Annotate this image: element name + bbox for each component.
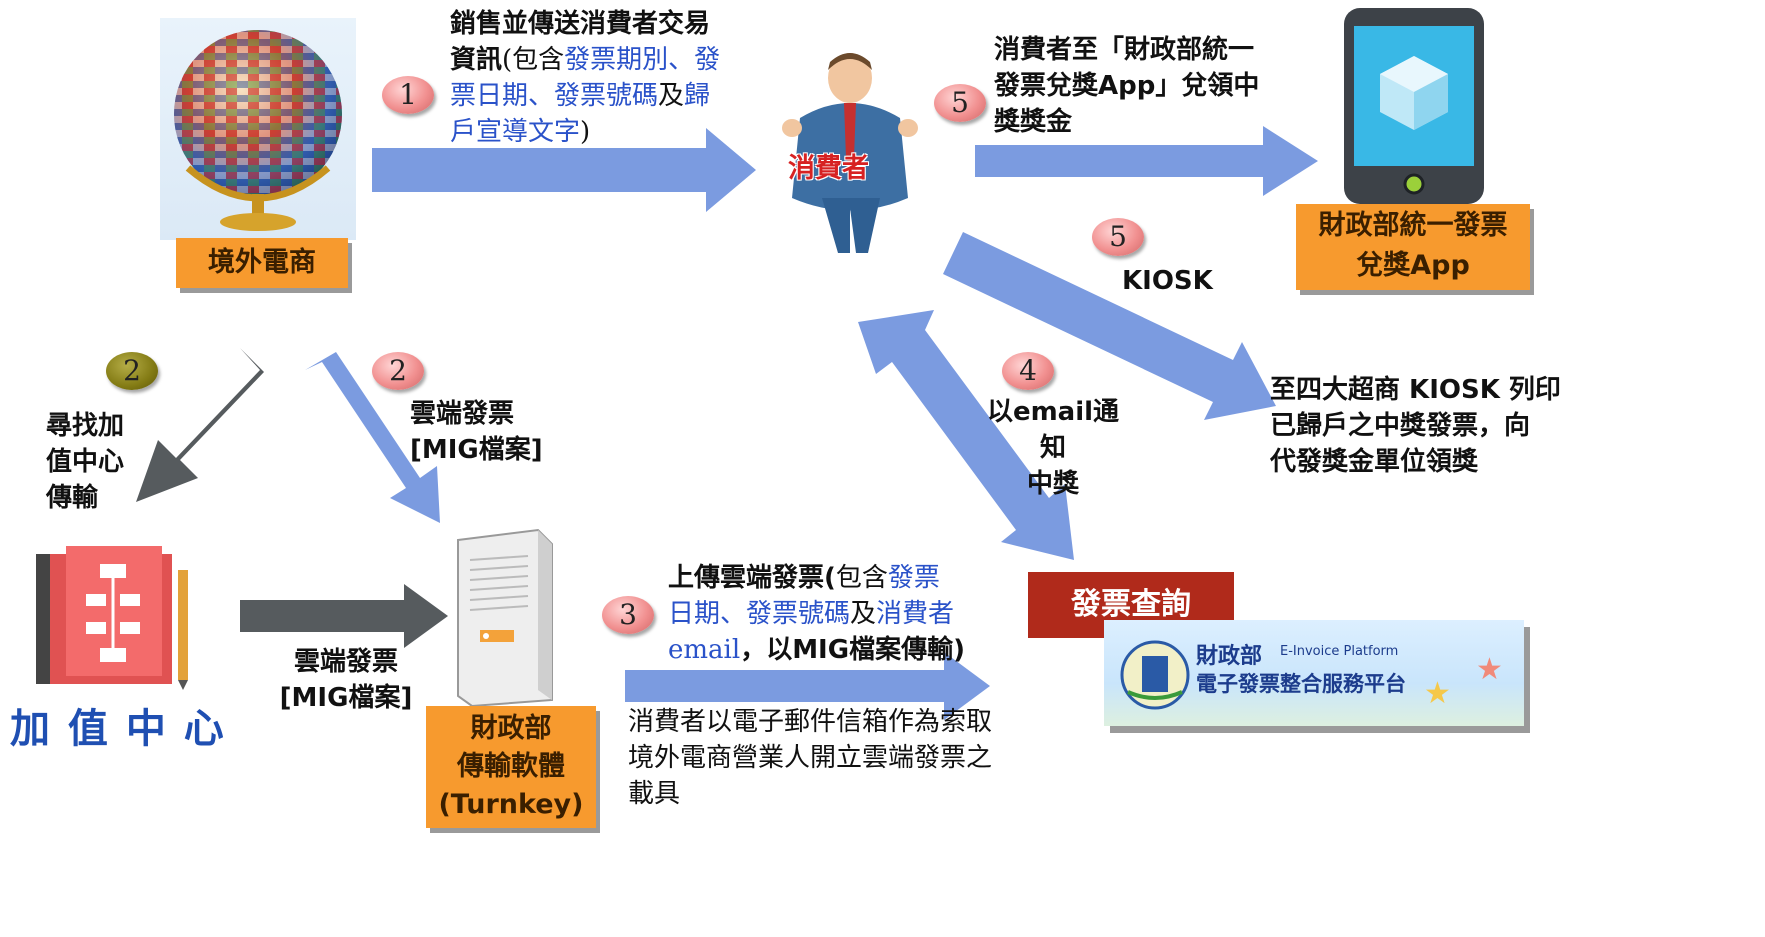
step4-text-line1: 以email通知 bbox=[986, 397, 1120, 463]
step5-app-text-line1: 消費者至「財政部統一 bbox=[994, 35, 1255, 65]
step2-cloud-text-line2: [MIG檔案] bbox=[410, 435, 543, 465]
valueadded-to-turnkey-text-line1: 雲端發票 bbox=[293, 647, 398, 677]
step1-text-part5: 票日期、發票號碼 bbox=[450, 81, 659, 111]
arrow-step3 bbox=[625, 652, 990, 720]
einvoice-platform-banner: 財政部 E-Invoice Platform 電子發票整合服務平台 ★ ★ bbox=[1104, 620, 1524, 726]
server-image bbox=[448, 520, 558, 710]
step1-text-part6: 及 bbox=[658, 81, 685, 111]
step3-text-part6: 消費者 bbox=[876, 599, 955, 629]
step3-badge: 3 bbox=[602, 596, 654, 634]
step2-valueadded-text-line1: 尋找加 bbox=[46, 411, 125, 441]
step1-text-part3: (包含 bbox=[502, 45, 565, 75]
step3-text-part7: email bbox=[668, 635, 741, 665]
step3-text-part3: 發票 bbox=[887, 563, 940, 593]
step5-app-text: 消費者至「財政部統一 發票兌獎App」兌領中 獎獎金 bbox=[994, 32, 1294, 140]
arrow-step2-valueadded bbox=[136, 348, 264, 502]
platform-logo-name: 電子發票整合服務平台 bbox=[1196, 672, 1406, 696]
step3-text-part5: 及 bbox=[850, 599, 877, 629]
step4-badge: 4 bbox=[1002, 352, 1054, 390]
step5-kiosk-note-line1: 至四大超商 KIOSK 列印 bbox=[1270, 375, 1561, 405]
turnkey-label-line3: (Turnkey) bbox=[438, 789, 584, 820]
step3-text-part4: 日期、發票號碼 bbox=[668, 599, 851, 629]
step5-app-text-line3: 獎獎金 bbox=[994, 107, 1073, 137]
turnkey-label-line2: 傳輸軟體 bbox=[457, 751, 565, 782]
step2-valueadded-text-line3: 傳輸 bbox=[46, 483, 99, 513]
platform-logo-en: E-Invoice Platform bbox=[1280, 644, 1399, 659]
step3-text-part1: 上傳雲端發票( bbox=[668, 563, 836, 593]
valueadded-to-turnkey-text-line2: [MIG檔案] bbox=[279, 683, 413, 713]
step5-kiosk-badge: 5 bbox=[1092, 218, 1144, 256]
step1-text-part9: ) bbox=[580, 117, 591, 147]
consumer-label: 消費者 bbox=[788, 153, 869, 184]
step3-note-line3: 載具 bbox=[628, 779, 681, 809]
value-added-center-label: 加 值 中 心 bbox=[10, 706, 226, 752]
arrow-step2-cloud bbox=[305, 352, 440, 523]
turnkey-label-line1: 財政部 bbox=[470, 713, 552, 744]
step5-kiosk-note-line2: 已歸戶之中獎發票，向 bbox=[1270, 411, 1531, 441]
step4-text: 以email通知 中獎 bbox=[978, 394, 1128, 502]
step1-badge: 1 bbox=[382, 76, 434, 114]
arrow-step5-app bbox=[975, 126, 1318, 196]
arrow-step4 bbox=[858, 310, 1074, 560]
step5-kiosk-note: 至四大超商 KIOSK 列印 已歸戶之中獎發票，向 代發獎金單位領獎 bbox=[1270, 372, 1570, 480]
value-added-center-image bbox=[30, 540, 200, 690]
star-icon-pink: ★ bbox=[1476, 652, 1503, 687]
step1-text-part1: 銷售並傳送消費者交易 bbox=[450, 9, 711, 39]
step2-cloud-text: 雲端發票 [MIG檔案] bbox=[410, 396, 543, 468]
step5-kiosk-label: KIOSK bbox=[1122, 266, 1213, 296]
arrow-step5-kiosk bbox=[943, 232, 1276, 420]
step2-cloud-text-line1: 雲端發票 bbox=[410, 399, 515, 429]
valueadded-to-turnkey-text: 雲端發票 [MIG檔案] bbox=[266, 644, 426, 716]
phone-image bbox=[1344, 8, 1484, 204]
step3-note-line2: 境外電商營業人開立雲端發票之 bbox=[628, 743, 993, 773]
step3-note: 消費者以電子郵件信箱作為索取 境外電商營業人開立雲端發票之 載具 bbox=[628, 704, 1028, 812]
turnkey-label: 財政部 傳輸軟體 (Turnkey) bbox=[426, 706, 596, 828]
step5-app-text-line2: 發票兌獎App」兌領中 bbox=[994, 71, 1260, 101]
step1-text: 銷售並傳送消費者交易 資訊(包含發票期別、發 票日期、發票號碼及歸 戶宣導文字) bbox=[450, 6, 750, 150]
overseas-ecommerce-label: 境外電商 bbox=[176, 238, 348, 288]
app-label-line1: 財政部統一發票 bbox=[1318, 210, 1508, 241]
step5-app-badge: 5 bbox=[934, 84, 986, 122]
app-label: 財政部統一發票 兌獎App bbox=[1296, 204, 1530, 290]
einvoice-logo-icon bbox=[1120, 640, 1190, 710]
step3-text-part2: 包含 bbox=[835, 563, 888, 593]
star-icon: ★ bbox=[1424, 676, 1451, 711]
consumer-figure bbox=[770, 48, 930, 258]
step3-text-part8: ，以MIG檔案傳輸) bbox=[740, 635, 965, 665]
step2-cloud-badge: 2 bbox=[372, 352, 424, 390]
step1-text-part4: 發票期別、發 bbox=[564, 45, 721, 75]
arrow-valueadded-to-turnkey bbox=[240, 584, 448, 648]
step1-text-part2: 資訊 bbox=[450, 45, 503, 75]
step1-text-part7: 歸 bbox=[684, 81, 711, 111]
platform-logo-zh: 財政部 bbox=[1196, 644, 1263, 669]
step3-note-line1: 消費者以電子郵件信箱作為索取 bbox=[628, 707, 993, 737]
globe-image bbox=[160, 18, 356, 240]
arrow-step1 bbox=[372, 128, 756, 212]
app-label-line2: 兌獎App bbox=[1356, 250, 1470, 281]
step3-text: 上傳雲端發票(包含發票 日期、發票號碼及消費者 email，以MIG檔案傳輸) bbox=[668, 560, 998, 668]
step5-kiosk-note-line3: 代發獎金單位領獎 bbox=[1270, 447, 1479, 477]
step2-valueadded-badge: 2 bbox=[106, 352, 158, 390]
step2-valueadded-text: 尋找加 值中心 傳輸 bbox=[46, 408, 124, 516]
step4-text-line2: 中獎 bbox=[1026, 469, 1079, 499]
step1-text-part8: 戶宣導文字 bbox=[450, 117, 581, 147]
step2-valueadded-text-line2: 值中心 bbox=[46, 447, 125, 477]
